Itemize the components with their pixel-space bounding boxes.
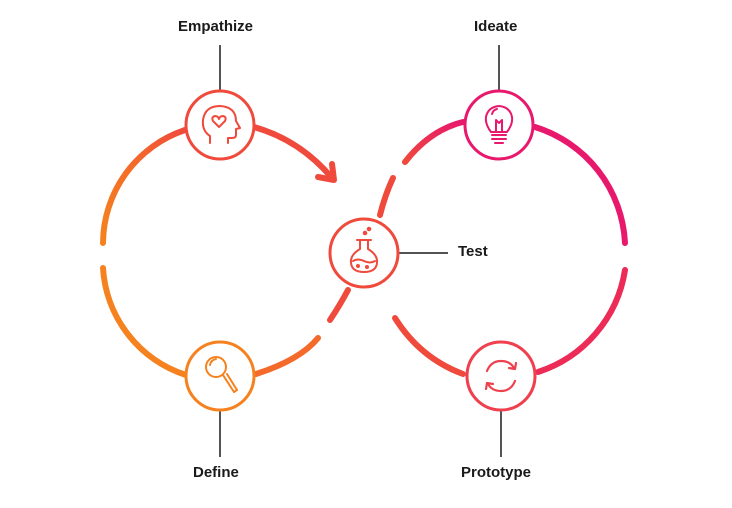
prototype-label: Prototype <box>461 464 532 481</box>
label-connectors <box>219 45 502 457</box>
right-ring-lower-left-arc <box>392 315 466 377</box>
ideate-label: Ideate <box>474 18 518 35</box>
empathize-label: Empathize <box>178 18 254 35</box>
right-ring-upper-left-arc <box>377 175 396 218</box>
ideate-node <box>463 89 535 161</box>
empathize-node <box>184 89 256 161</box>
define-label: Define <box>193 464 239 481</box>
right-ring-top-arc <box>402 119 466 165</box>
left-cycle-ring <box>100 124 351 378</box>
head-heart-icon <box>201 105 241 144</box>
test-label: Test <box>458 243 488 260</box>
flask-icon <box>349 226 379 273</box>
left-ring-upper-arc <box>100 127 188 246</box>
test-node <box>328 217 400 289</box>
right-ring-right-arc <box>532 124 628 246</box>
prototype-node <box>465 340 537 412</box>
left-ring-connector-arc <box>251 124 335 181</box>
define-node <box>184 340 256 412</box>
magnifier-icon <box>205 356 238 393</box>
lightbulb-icon <box>484 105 514 144</box>
right-ring-lower-right-arc <box>535 267 628 375</box>
cycle-arrows-icon <box>484 359 518 393</box>
left-ring-bottom-right-arc <box>253 335 321 377</box>
arrow-head-icon <box>315 161 337 183</box>
right-cycle-ring <box>377 119 628 377</box>
cross-arc-lower <box>327 287 351 323</box>
left-ring-lower-arc <box>100 265 189 378</box>
